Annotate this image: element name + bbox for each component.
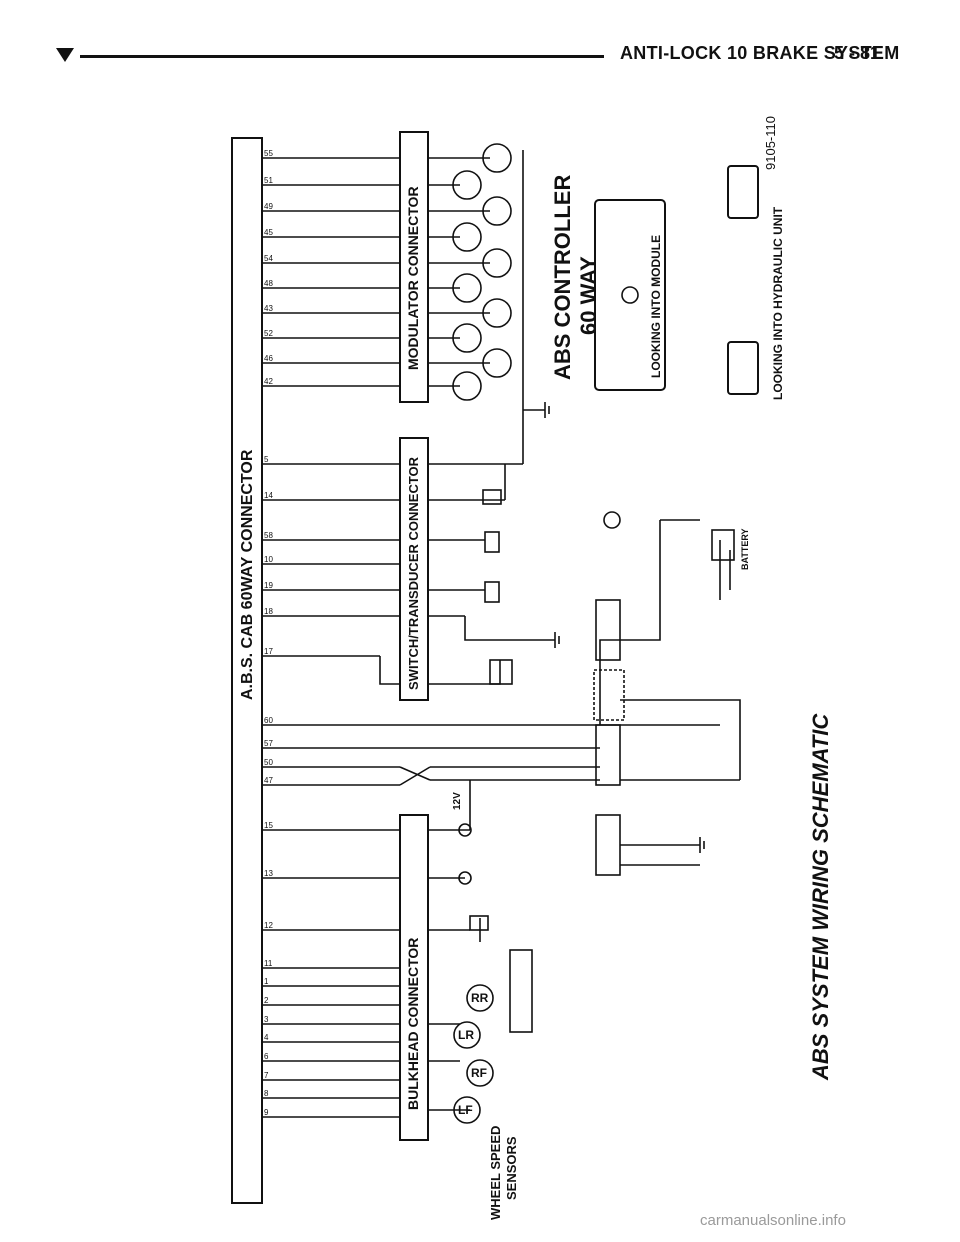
cab-connector-body [231, 137, 263, 1204]
wheel-rf: RF [471, 1066, 487, 1080]
cab-pin-number: 5 [264, 455, 269, 464]
section-marker-icon [56, 48, 74, 62]
cab-pin-number: 54 [264, 254, 273, 263]
modulator-connector-label: MODULATOR CONNECTOR [405, 186, 421, 370]
cab-pin-number: 55 [264, 149, 273, 158]
wheel-speed-label-1: WHEEL SPEED [488, 1126, 503, 1220]
wheel-lr: LR [458, 1028, 474, 1042]
cab-pin-number: 57 [264, 739, 273, 748]
volts-label: 12V [452, 792, 463, 810]
bulkhead-connector-label: BULKHEAD CONNECTOR [405, 938, 421, 1110]
cab-pin-number: 3 [264, 1015, 269, 1024]
cab-pin-number: 42 [264, 377, 273, 386]
cab-pin-number: 9 [264, 1108, 269, 1117]
page-number: 5 - 81 [834, 43, 881, 63]
figure-caption: ABS SYSTEM WIRING SCHEMATIC [808, 713, 833, 1081]
wheel-rr: RR [471, 991, 489, 1005]
cab-pin-number: 52 [264, 329, 273, 338]
cab-pin-number: 19 [264, 581, 273, 590]
cab-pin-number: 50 [264, 758, 273, 767]
watermark: carmanualsonline.info [700, 1212, 846, 1229]
cab-pin-number: 58 [264, 531, 273, 540]
cab-pin-number: 6 [264, 1052, 269, 1061]
switch-connector-label: SWITCH/TRANSDUCER CONNECTOR [406, 456, 421, 690]
cab-pin-number: 17 [264, 647, 273, 656]
battery-label: BATTERY [740, 529, 750, 571]
cab-pin-number: 11 [264, 959, 273, 968]
section-title: ANTI-LOCK 10 BRAKE SYSTEM [620, 43, 900, 63]
header-rule [80, 55, 604, 58]
wiring-schematic: A.B.S. CAB 60WAY CONNECTOR MODULATOR CON… [231, 116, 833, 1220]
controller-title: ABS CONTROLLER [550, 175, 575, 380]
cab-pin-number: 45 [264, 228, 273, 237]
cab-pin-number: 60 [264, 716, 273, 725]
wheel-lf: LF [458, 1103, 473, 1117]
cab-pin-number: 10 [264, 555, 273, 564]
bulkhead-connector-body [399, 814, 429, 1141]
cab-pin-number: 2 [264, 996, 269, 1005]
module-view-label: LOOKING INTO MODULE [649, 235, 663, 378]
cab-pin-number: 8 [264, 1089, 269, 1098]
page-header: ANTI-LOCK 10 BRAKE SYSTEM 5 - 81 [0, 0, 960, 80]
cab-connector-label: A.B.S. CAB 60WAY CONNECTOR [239, 449, 256, 700]
cab-pin-number: 15 [264, 821, 273, 830]
cab-pin-number: 14 [264, 491, 273, 500]
figure-id: 9105-110 [763, 116, 778, 170]
cab-pin-number: 48 [264, 279, 273, 288]
system-relay-box [595, 724, 621, 786]
pump-relay-box [595, 599, 621, 661]
switch-connector-body [399, 437, 429, 701]
hydraulic-view-label: LOOKING INTO HYDRAULIC UNIT [771, 206, 785, 400]
cab-pin-number: 49 [264, 202, 273, 211]
cab-pin-number: 43 [264, 304, 273, 313]
cab-pin-number: 13 [264, 869, 273, 878]
modulator-connector-body [399, 131, 429, 403]
cab-pin-number: 47 [264, 776, 273, 785]
cab-pin-number: 4 [264, 1033, 269, 1042]
controller-module-outline [594, 199, 666, 391]
cab-pin-number: 51 [264, 176, 273, 185]
cab-pin-number: 18 [264, 607, 273, 616]
antilock-relay-box [595, 814, 621, 876]
controller-subtitle: 60 WAY [576, 256, 601, 335]
cab-pin-number: 46 [264, 354, 273, 363]
cab-pin-number: 1 [264, 977, 269, 986]
cab-pin-number: 7 [264, 1071, 269, 1080]
wheel-speed-label-2: SENSORS [504, 1136, 519, 1200]
cab-pin-number: 12 [264, 921, 273, 930]
